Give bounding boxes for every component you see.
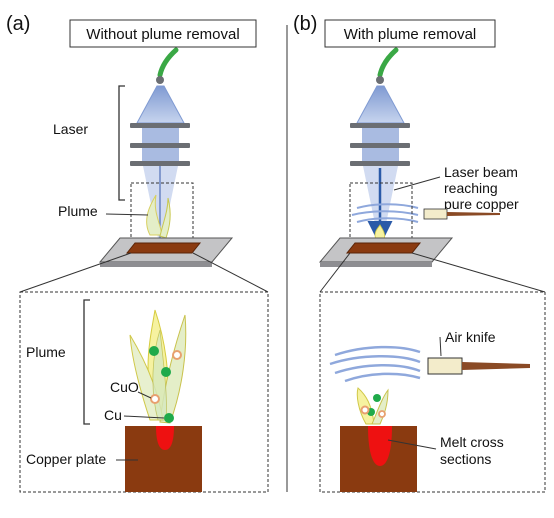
leader-air-knife [439, 336, 442, 357]
copper-plate-small-b [345, 242, 422, 254]
air-wave-zoom [329, 355, 421, 366]
fiber-connector-a [156, 76, 164, 84]
zoom-line-a-right [192, 252, 269, 293]
panel-b-title: With plume removal [344, 26, 477, 43]
cu-particle [373, 394, 381, 402]
air-wave-b [356, 203, 419, 209]
lens-ring-b-1 [350, 123, 410, 128]
zoom-line-b-right [411, 252, 546, 293]
plume-zoom-bracket [83, 299, 90, 425]
label-beam-line3: pure copper [444, 196, 519, 212]
zoom-line-a-left [19, 252, 132, 293]
air-wave-zoom [334, 364, 421, 375]
laser-cone-b [356, 85, 405, 124]
label-plume-top: Plume [58, 203, 98, 219]
copper-plate-small-a [125, 242, 202, 254]
air-wave-zoom [344, 372, 421, 383]
leader-plume-top [105, 213, 149, 216]
platform-b-edge [320, 262, 432, 267]
leader-melt [387, 439, 437, 450]
lens-ring-b-2 [350, 143, 410, 148]
cuo-particle [378, 410, 386, 418]
panel-a-letter: (a) [6, 13, 30, 35]
label-melt-line2: sections [440, 451, 491, 467]
cu-particle [164, 413, 174, 423]
panel-a-title: Without plume removal [86, 26, 239, 43]
lens-ring-b-3 [350, 161, 410, 166]
melt-pool-b [368, 426, 392, 466]
air-knife-small-body [423, 208, 448, 220]
air-wave-b [356, 217, 419, 223]
air-knife-body [427, 357, 463, 375]
panel-b-letter: (b) [293, 13, 317, 35]
zoom-box-b [319, 291, 546, 493]
cuo-particle [172, 350, 182, 360]
laser-bracket [118, 85, 125, 201]
fiber-connector-b [376, 76, 384, 84]
air-knife-small-tube [447, 212, 500, 216]
melt-pool-a [156, 426, 174, 450]
leader-cu [123, 415, 165, 419]
label-laser: Laser [53, 121, 88, 137]
lens-ring-a-3 [130, 161, 190, 166]
label-beam-line2: reaching [444, 180, 498, 196]
zoom-line-b-left [319, 252, 351, 293]
cu-particle [161, 367, 171, 377]
plume-zoom-b-2 [371, 388, 389, 425]
lens-ring-a-2 [130, 143, 190, 148]
platform-a-edge [100, 262, 212, 267]
label-melt-line1: Melt cross [440, 434, 504, 450]
label-cu: Cu [104, 407, 122, 423]
lens-ring-a-1 [130, 123, 190, 128]
leader-cuo [137, 391, 152, 399]
cu-particle [149, 346, 159, 356]
label-air-knife: Air knife [445, 329, 496, 345]
panel-a-title-box [69, 19, 257, 48]
plume-small-a [146, 194, 163, 236]
label-beam-line1: Laser beam [444, 164, 518, 180]
fiber-a [157, 47, 179, 78]
cuo-particle [150, 394, 160, 404]
laser-cone-a [136, 85, 185, 124]
label-cuo: CuO [110, 379, 139, 395]
panel-b-title-box [324, 19, 496, 48]
plume-small-b [374, 224, 386, 241]
fiber-b [377, 47, 399, 78]
cuo-particle [360, 405, 370, 415]
label-copper-plate: Copper plate [26, 451, 106, 467]
leader-beam [393, 176, 441, 191]
plume-zoom-a-2 [159, 314, 187, 424]
label-plume-zoom: Plume [26, 344, 66, 360]
air-wave-zoom [334, 345, 421, 357]
air-knife-tube [462, 362, 530, 370]
plume-small-a-2 [159, 197, 171, 239]
